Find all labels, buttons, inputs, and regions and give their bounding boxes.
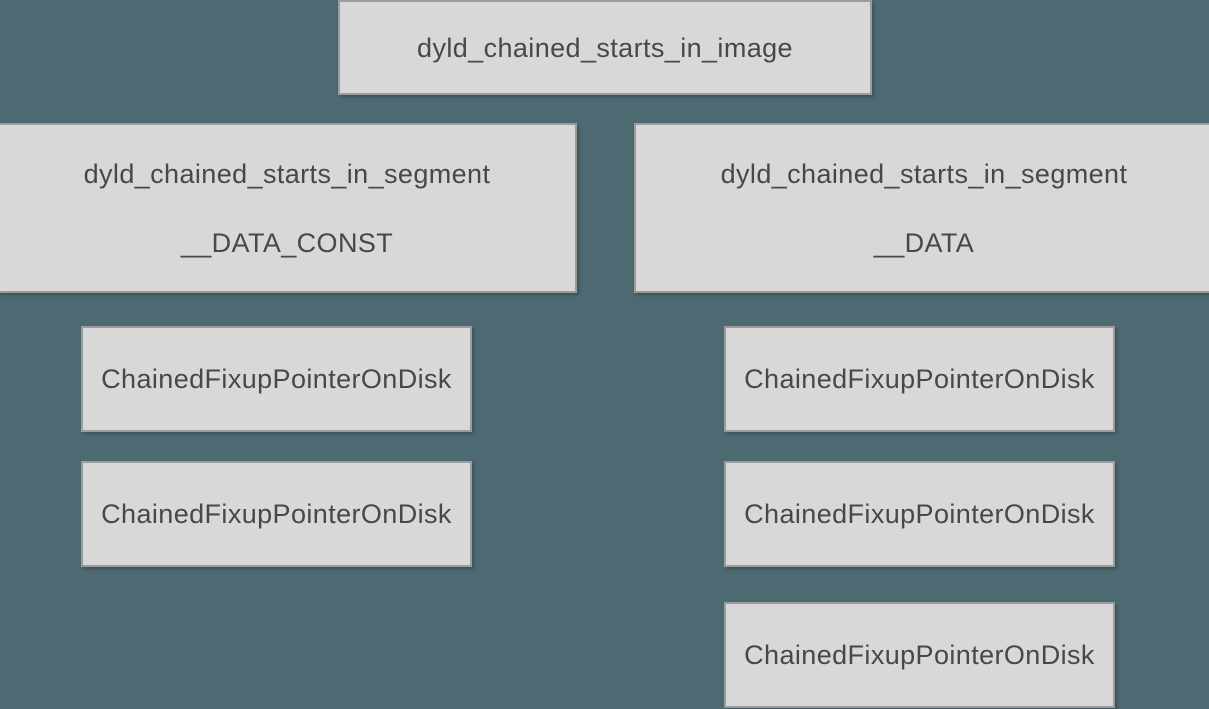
- node-label: dyld_chained_starts_in_image: [417, 32, 793, 63]
- node-segment-data-const: dyld_chained_starts_in_segment __DATA_CO…: [0, 123, 577, 293]
- node-label: ChainedFixupPointerOnDisk: [744, 499, 1095, 529]
- node-chained-fixup-pointer: ChainedFixupPointerOnDisk: [724, 602, 1115, 708]
- node-segment-data: dyld_chained_starts_in_segment __DATA: [634, 123, 1209, 293]
- node-dyld-chained-starts-in-image: dyld_chained_starts_in_image: [338, 0, 872, 95]
- node-label: ChainedFixupPointerOnDisk: [744, 364, 1095, 394]
- node-label: ChainedFixupPointerOnDisk: [101, 499, 452, 529]
- node-chained-fixup-pointer: ChainedFixupPointerOnDisk: [724, 326, 1115, 432]
- segment-name-label: __DATA: [873, 227, 975, 258]
- node-chained-fixup-pointer: ChainedFixupPointerOnDisk: [81, 326, 472, 432]
- node-chained-fixup-pointer: ChainedFixupPointerOnDisk: [81, 461, 472, 567]
- segment-name-label: __DATA_CONST: [180, 227, 394, 258]
- node-label: ChainedFixupPointerOnDisk: [101, 364, 452, 394]
- node-label: ChainedFixupPointerOnDisk: [744, 640, 1095, 670]
- node-label: dyld_chained_starts_in_segment: [83, 158, 491, 189]
- node-label: dyld_chained_starts_in_segment: [720, 158, 1128, 189]
- node-chained-fixup-pointer: ChainedFixupPointerOnDisk: [724, 461, 1115, 567]
